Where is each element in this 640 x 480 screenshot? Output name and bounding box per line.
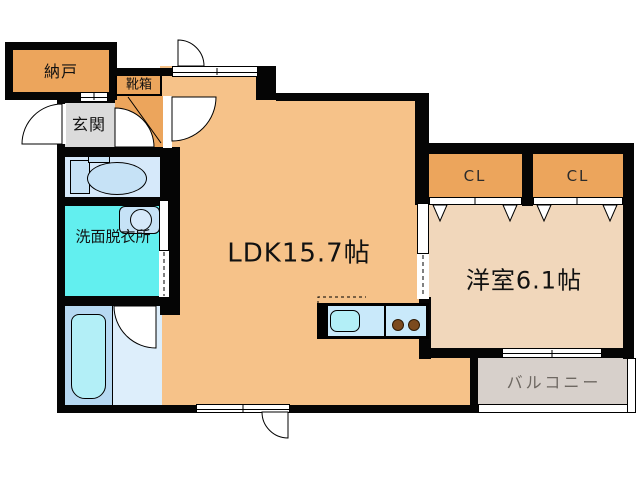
sliding-door-icon (159, 200, 169, 297)
kitchen-sink-icon (330, 310, 360, 332)
entrance-label: 玄関 (71, 115, 107, 134)
wall (522, 154, 533, 206)
closet-left-label: CL (463, 167, 487, 185)
western-room-label: 洋室6.1帖 (465, 266, 583, 295)
door-swing-icon (21, 103, 63, 145)
wall (57, 147, 180, 157)
door-swing-icon (171, 96, 217, 142)
wall (256, 66, 276, 100)
closet-right-area (533, 153, 623, 197)
washbasin-bowl-icon (130, 209, 152, 231)
wall (427, 143, 634, 154)
washroom-label: 洗面脱衣所 (75, 227, 151, 246)
room-ldk-right (276, 93, 429, 413)
closet-right-label: CL (566, 167, 590, 185)
room-ldk-lower-right (425, 358, 470, 405)
closet-door-triangle-icon (502, 204, 518, 223)
toilet-bowl-icon (87, 162, 147, 195)
kitchen-counter-divider (384, 306, 386, 337)
storage-room-interior (13, 50, 109, 92)
closet-left-area (429, 153, 522, 197)
wall (109, 68, 178, 76)
wall (57, 100, 65, 405)
storage-label: 納戸 (43, 62, 79, 81)
room-balcony (478, 358, 628, 405)
closet-door-triangle-icon (432, 204, 448, 223)
wall (57, 197, 162, 206)
door-swing-icon (177, 39, 205, 67)
hall-door-opening (163, 96, 172, 148)
wall (276, 93, 427, 101)
bathtub-icon (71, 314, 106, 399)
closet-door-triangle-icon (536, 204, 552, 223)
stove-burner-icon (408, 319, 420, 331)
room-western (429, 197, 623, 348)
wall (415, 93, 429, 205)
entrance-step-line (127, 96, 162, 144)
sliding-door-icon (417, 203, 429, 299)
wall (623, 143, 634, 359)
wall (57, 296, 162, 306)
balcony-railing-right (627, 358, 636, 413)
shoe-cabinet-label: 靴箱 (125, 77, 153, 93)
wall (470, 358, 478, 412)
door-swing-icon (113, 305, 157, 349)
closet-right-door-track (533, 197, 623, 205)
balcony-label: バルコニー (506, 373, 602, 392)
stove-burner-icon (392, 319, 404, 331)
window-centerline (173, 71, 257, 73)
counter-dashed-line (317, 296, 366, 304)
ldk-label: LDK15.7帖 (227, 238, 371, 269)
closet-door-triangle-icon (602, 204, 618, 223)
door-swing-icon (261, 411, 289, 439)
door-swing-icon (114, 107, 155, 148)
window-symbol-top (172, 66, 258, 77)
room-entrance (63, 100, 115, 147)
